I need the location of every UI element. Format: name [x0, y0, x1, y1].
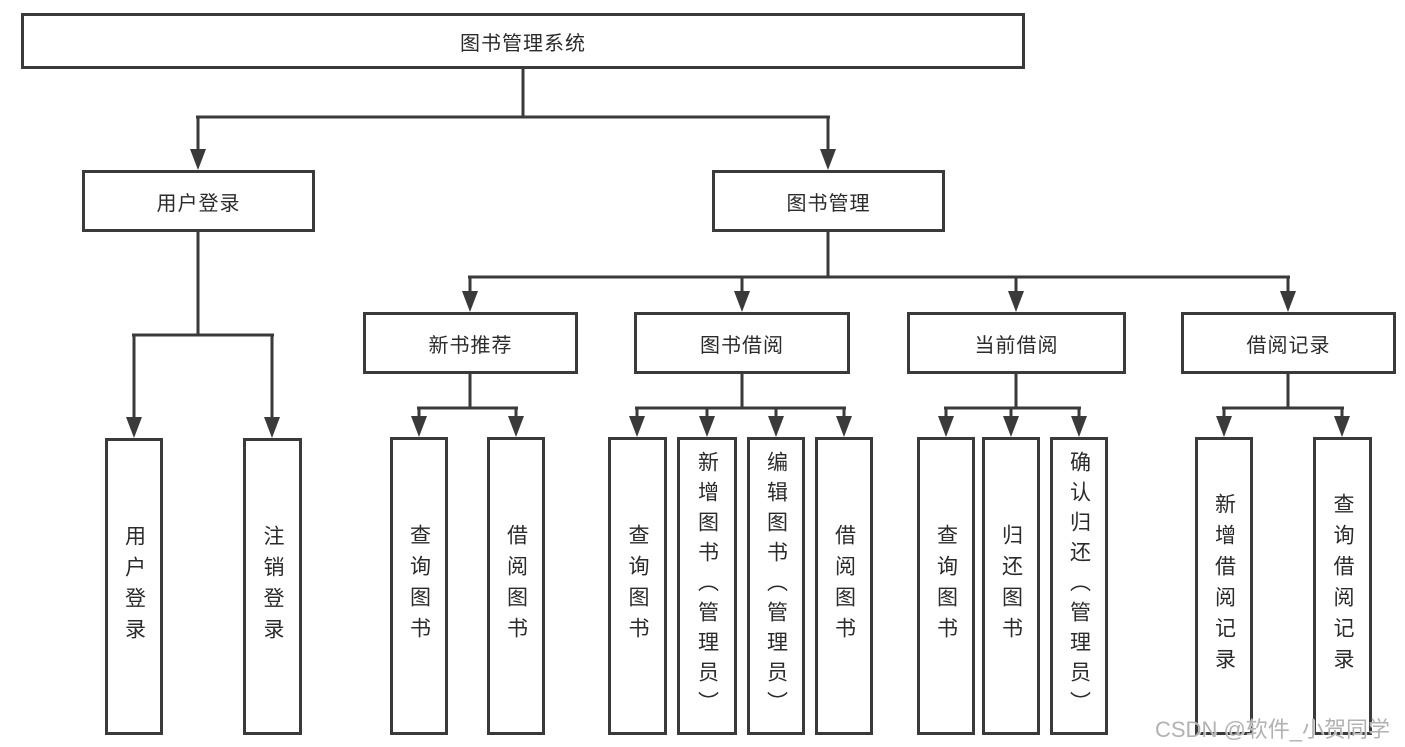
leaf-user-login-label: 用户登录 — [122, 524, 146, 649]
node-new-book-recommend-label: 新书推荐 — [428, 334, 513, 357]
leaf-edit-books-admin: 编辑图书（管理员） — [747, 437, 805, 735]
leaf-borrow-books-recommend-label: 借阅图书 — [504, 524, 528, 648]
node-book-management: 图书管理 — [712, 170, 945, 232]
node-borrowing-records-label: 借阅记录 — [1246, 334, 1331, 357]
leaf-return-books-label: 归还图书 — [999, 524, 1023, 648]
leaf-user-login: 用户登录 — [105, 438, 163, 735]
leaf-add-books-admin: 新增图书（管理员） — [677, 437, 737, 735]
leaf-borrow-books-recommend: 借阅图书 — [487, 437, 545, 735]
leaf-return-books: 归还图书 — [982, 437, 1040, 735]
leaf-query-books-current-label: 查询图书 — [934, 524, 958, 648]
leaf-query-books-borrowing-label: 查询图书 — [626, 524, 649, 648]
leaf-confirm-return-admin: 确认归还（管理员） — [1050, 437, 1108, 735]
node-user-login: 用户登录 — [82, 170, 315, 232]
node-book-borrowing-label: 图书借阅 — [700, 334, 784, 357]
node-root-label: 图书管理系统 — [460, 32, 586, 55]
node-borrowing-records: 借阅记录 — [1181, 312, 1396, 374]
node-book-management-label: 图书管理 — [786, 192, 871, 215]
leaf-add-books-admin-label: 新增图书（管理员） — [695, 451, 719, 721]
leaf-query-books-recommend-label: 查询图书 — [407, 524, 431, 648]
leaf-edit-books-admin-label: 编辑图书（管理员） — [764, 451, 788, 721]
leaf-query-books-recommend: 查询图书 — [390, 437, 448, 735]
node-user-login-label: 用户登录 — [156, 192, 241, 215]
node-current-borrowing: 当前借阅 — [907, 312, 1126, 374]
leaf-add-borrow-record-label: 新增借阅记录 — [1212, 493, 1236, 679]
node-current-borrowing-label: 当前借阅 — [974, 334, 1059, 357]
leaf-query-books-borrowing: 查询图书 — [608, 437, 667, 735]
leaf-query-borrow-record: 查询借阅记录 — [1313, 437, 1372, 735]
node-root: 图书管理系统 — [21, 13, 1025, 69]
leaf-logout-label: 注销登录 — [261, 524, 284, 649]
node-new-book-recommend: 新书推荐 — [363, 312, 578, 374]
leaf-query-borrow-record-label: 查询借阅记录 — [1331, 493, 1354, 679]
leaf-borrow-books-borrowing-label: 借阅图书 — [832, 524, 856, 648]
leaf-borrow-books-borrowing: 借阅图书 — [815, 437, 873, 735]
leaf-add-borrow-record: 新增借阅记录 — [1195, 437, 1253, 735]
leaf-logout: 注销登录 — [243, 438, 302, 735]
csdn-watermark: CSDN @软件_小贺同学 — [1155, 717, 1391, 742]
node-book-borrowing: 图书借阅 — [634, 312, 850, 374]
leaf-query-books-current: 查询图书 — [917, 437, 975, 735]
leaf-confirm-return-admin-label: 确认归还（管理员） — [1067, 451, 1091, 721]
